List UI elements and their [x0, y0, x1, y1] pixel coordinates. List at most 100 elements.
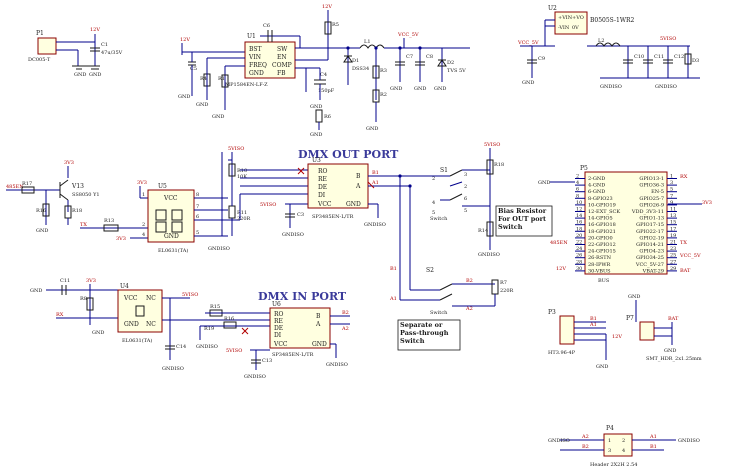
p5-right-pin-label: GPIO13-1	[639, 176, 664, 182]
p7-connector: GND P7 BAT GND SMT_HDR_2x1.25mm	[626, 294, 702, 362]
p4-body	[603, 433, 633, 457]
p1-part: DC005-T	[28, 57, 51, 63]
p3-body	[559, 315, 575, 345]
svg-text:5VISO: 5VISO	[226, 348, 242, 354]
svg-text:GND: GND	[596, 364, 608, 370]
p3-pin-a1: A1	[589, 322, 597, 328]
u6-ref: U6	[272, 301, 281, 308]
bias-note-3: Switch	[498, 223, 523, 231]
svg-text:3V3: 3V3	[137, 180, 147, 186]
bias-note-2: For OUT port	[498, 215, 546, 223]
dmx-in-title: DMX IN PORT	[258, 290, 347, 303]
p5-left-pin-number: 2	[576, 174, 579, 180]
svg-text:GND: GND	[92, 330, 104, 336]
p5-left-pin-label: 2-GND	[588, 176, 605, 182]
p5-right-pin-number: 11	[670, 207, 676, 213]
svg-text:5VISO: 5VISO	[260, 202, 276, 208]
buck-ic-u1	[244, 41, 296, 79]
p3-pin-b1: B1	[590, 316, 597, 322]
p5-right-pin-label: EN-5	[651, 189, 664, 195]
p7-body	[639, 321, 655, 341]
p5-right-pin-label: GPIO22-17	[636, 229, 664, 235]
svg-text:GND: GND	[522, 80, 534, 86]
u1-pin-l1: VIN	[248, 54, 261, 61]
svg-text:3V3: 3V3	[116, 236, 126, 242]
u3-ref: U3	[312, 157, 321, 164]
v13-part: SS8050 Y1	[72, 192, 100, 198]
u1-pin-l3: GND	[249, 70, 264, 77]
p5-net-12v: 12V	[556, 266, 566, 272]
net-12v-input: 12V	[90, 27, 100, 33]
switch-section: S1 3 2 6 5 2 4 5 Switch 5VISO R18 R14 GN…	[389, 142, 514, 316]
p5-left-pin-number: 8	[576, 193, 579, 199]
p5-left-pin-label: 10-GPIO19	[588, 202, 616, 208]
svg-text:B: B	[316, 313, 321, 320]
svg-text:GND: GND	[30, 288, 42, 294]
svg-text:GND: GND	[310, 104, 322, 110]
d2-ref: D2	[447, 60, 454, 66]
p5-net-vcc5v: VCC_5V	[679, 253, 701, 259]
svg-text:C4: C4	[320, 72, 327, 78]
svg-text:GND: GND	[434, 86, 446, 92]
svg-text:C11: C11	[654, 54, 664, 60]
p5-left-pin-number: 28	[576, 259, 582, 265]
c1-value: 47u/35V	[101, 50, 123, 56]
u3-pin-r2: GND	[346, 201, 361, 208]
svg-text:2: 2	[622, 438, 625, 444]
p5-right-pin-label: GPIO14-21	[636, 242, 664, 248]
p5-left-pin-number: 4	[576, 180, 579, 186]
svg-text:GNDISO: GNDISO	[326, 362, 348, 368]
svg-text:4: 4	[142, 232, 145, 238]
svg-text:R1: R1	[218, 76, 225, 82]
p3-connector: P3 B1 A1 12V HT3.96-4P GND	[548, 309, 622, 370]
r14-ref: R14	[478, 228, 488, 234]
svg-text:R10: R10	[237, 168, 247, 174]
bias-note-1: Bias Resistor	[498, 207, 547, 215]
svg-text:A1: A1	[389, 296, 397, 302]
svg-text:C6: C6	[263, 23, 270, 29]
svg-text:10K: 10K	[237, 174, 247, 180]
svg-text:GNDISO: GNDISO	[196, 344, 218, 350]
svg-text:1: 1	[142, 192, 145, 198]
p5-left-pin-label: 20-GPIO0	[588, 235, 613, 241]
u3-pin-r1: A	[355, 183, 361, 190]
dcdc-u2	[554, 11, 588, 35]
p5-right-pin-number: 25	[670, 253, 676, 259]
r16-ref: R16	[224, 316, 234, 322]
svg-text:GND: GND	[414, 86, 426, 92]
dcdc-in-net: VCC_5V	[517, 40, 539, 46]
svg-text:GND: GND	[366, 126, 378, 132]
u1-pin-r3: FB	[277, 70, 286, 77]
svg-text:D3: D3	[692, 58, 699, 64]
transceiver-u6	[269, 307, 331, 349]
p5-net-3v3: 3V3	[702, 200, 712, 206]
svg-text:220R: 220R	[237, 216, 251, 222]
p4-header: P4 1 3 2 4 GNDISO A2 B2 A1 B1 GNDISO Hea…	[548, 425, 700, 468]
u1-pin-r2: COMP	[272, 62, 292, 69]
svg-text:RE: RE	[274, 318, 283, 325]
svg-text:2: 2	[432, 176, 435, 182]
s1-ref: S1	[440, 167, 448, 174]
p5-left-pin-label: 4-GND	[588, 183, 605, 189]
u1-pin-l2: FREQ	[249, 62, 267, 69]
optocoupler-u4	[117, 289, 163, 333]
u4-part: EL0631(TA)	[122, 337, 152, 344]
s1-label: Switch	[430, 216, 448, 222]
u4-ref: U4	[120, 283, 129, 290]
svg-text:R2: R2	[380, 92, 387, 98]
p7-net-bat: BAT	[668, 316, 679, 322]
r15-ref: R15	[210, 304, 220, 310]
svg-text:DE: DE	[274, 325, 283, 332]
p5-left-pin-number: 26	[576, 253, 582, 259]
p5-body	[584, 171, 668, 275]
svg-text:R5: R5	[332, 22, 339, 28]
svg-text:6: 6	[196, 214, 199, 220]
net-3v3-a: 3V3	[64, 160, 74, 166]
svg-text:R4: R4	[200, 76, 207, 82]
l1-ref: L1	[364, 39, 371, 45]
svg-text:A: A	[315, 321, 321, 328]
svg-text:6: 6	[464, 196, 467, 202]
svg-text:GND: GND	[310, 132, 322, 138]
p5-left-pin-label: 26-RSTN	[588, 255, 612, 261]
